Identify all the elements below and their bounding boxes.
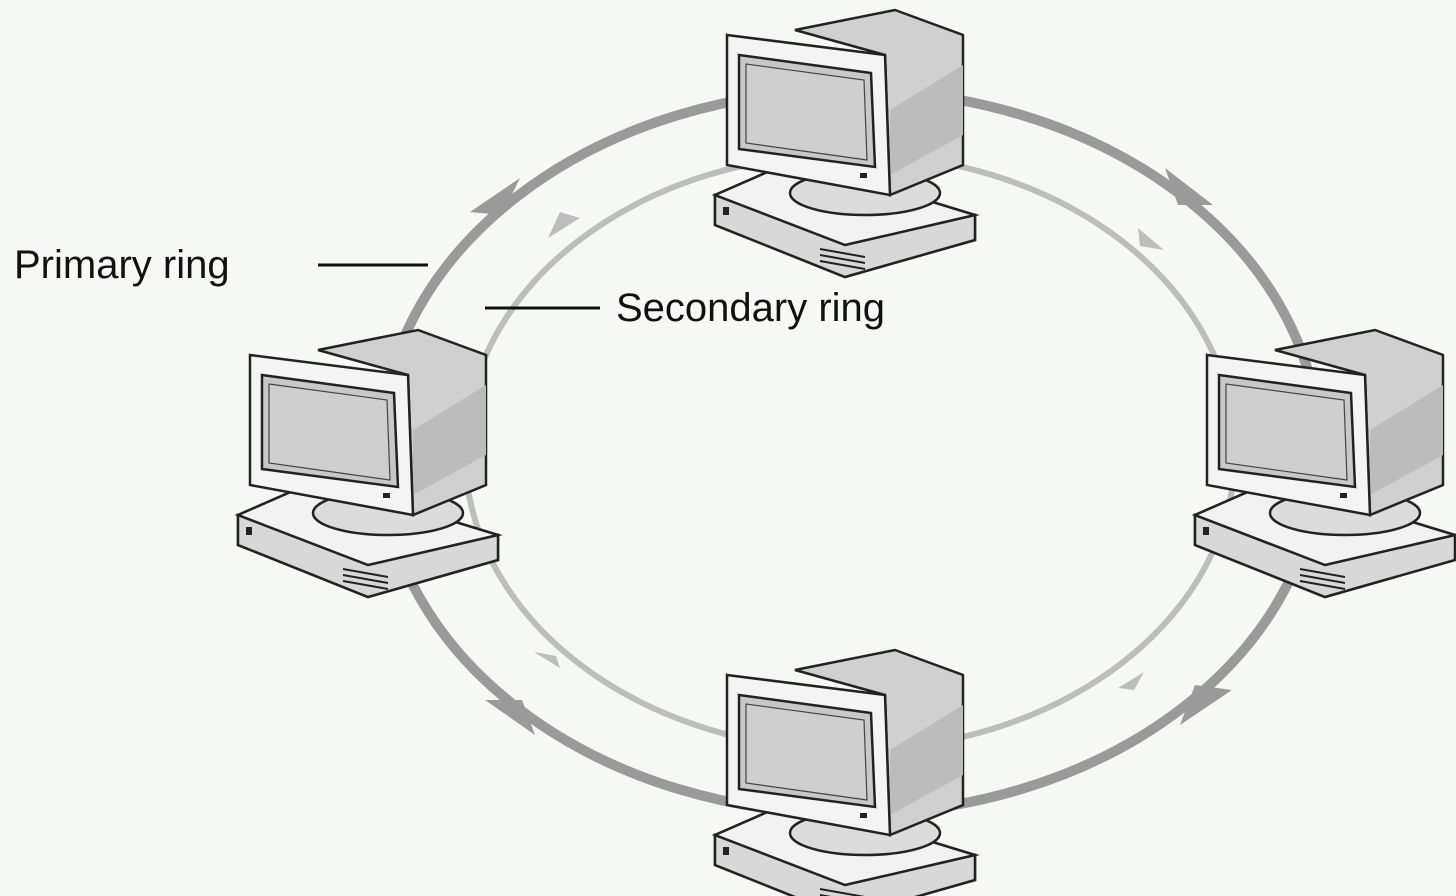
- primary-ring-arrow: [1165, 168, 1213, 205]
- secondary-ring-label-text: Secondary ring: [616, 286, 885, 330]
- computer-icon: [1193, 328, 1456, 599]
- computer-icon: [713, 648, 977, 896]
- primary-ring-arrow: [485, 700, 535, 735]
- secondary-ring-label: Secondary ring: [485, 286, 885, 330]
- secondary-ring-arrow: [1138, 228, 1164, 250]
- secondary-ring-arrow: [548, 212, 580, 238]
- computer-icon: [713, 8, 977, 279]
- node-right: [1193, 328, 1456, 599]
- primary-ring-label-text: Primary ring: [14, 243, 230, 287]
- primary-ring-arrow: [470, 178, 520, 215]
- node-bottom: [713, 648, 977, 896]
- primary-ring-arrow: [1180, 685, 1232, 725]
- computer-icon: [236, 328, 500, 599]
- node-left: [236, 328, 500, 599]
- node-top: [713, 8, 977, 279]
- secondary-ring-arrow: [1118, 672, 1144, 690]
- secondary-ring-arrow: [534, 652, 560, 668]
- primary-ring-label: Primary ring: [14, 243, 428, 287]
